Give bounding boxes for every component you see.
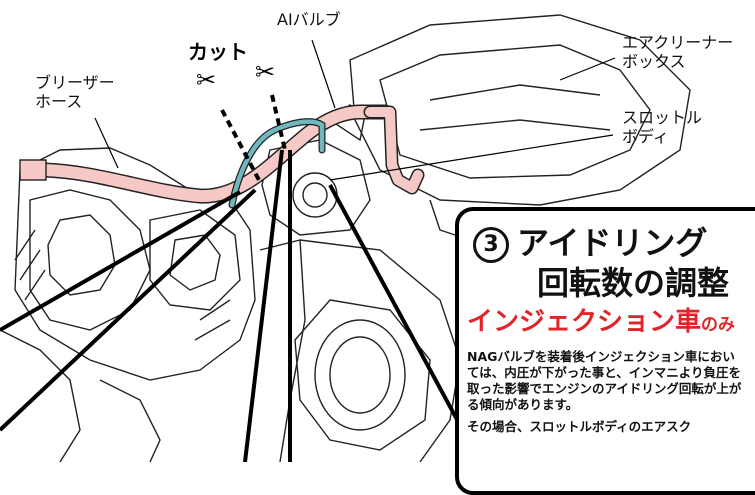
cut-label: カット [188, 40, 248, 64]
subtitle-main: インジェクション車 [467, 307, 702, 337]
panel-subtitle: インジェクション車のみ [467, 307, 735, 340]
panel-paragraph-1: NAGバルブを装着後インジェクション車においては、内圧が下がった事と、インマニよ… [467, 349, 742, 412]
panel-title-line1: アイドリング [517, 224, 708, 262]
ai-valve-label: AIバルブ [277, 10, 341, 29]
scissors-icon: ✂ [196, 66, 217, 94]
zoom-lines [0, 149, 482, 462]
air-cleaner-box-label: エアクリーナーボックス [622, 33, 734, 71]
panel-body: NAGバルブを装着後インジェクション車においては、内圧が下がった事と、インマニよ… [467, 349, 747, 441]
panel-paragraph-2: その場合、スロットルボディのエアスク [467, 419, 692, 434]
scissors-icon: ✂ [255, 58, 276, 86]
breather-hose-label: ブリーザーホース [35, 73, 115, 111]
cut-line-right [270, 94, 287, 151]
cut-line-left [220, 109, 262, 183]
engine-illustration [0, 14, 691, 462]
panel-title-line2: 回転数の調整 [537, 264, 730, 302]
throttle-body-label: スロットルボディ [622, 108, 703, 146]
leader-lines [94, 39, 616, 181]
step-number-badge: 3 [473, 227, 509, 263]
subtitle-suffix: のみ [701, 315, 736, 335]
